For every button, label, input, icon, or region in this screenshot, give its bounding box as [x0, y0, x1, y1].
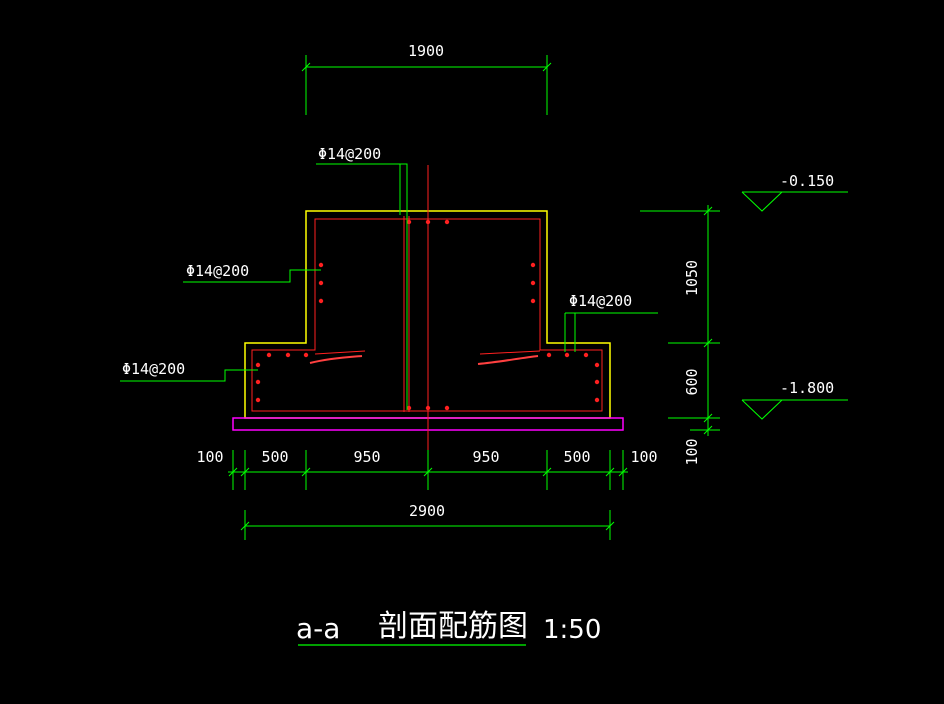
dim-seg-left-cushion: 100: [196, 448, 223, 466]
elevation-top: -0.150: [780, 172, 834, 190]
dim-seg-left-step: 500: [261, 448, 288, 466]
bend-bar-right: [477, 355, 539, 365]
leader-base-left: [120, 369, 258, 382]
dim-top-width: 1900: [408, 42, 444, 60]
section-title-name: 剖面配筋图: [378, 609, 528, 644]
elevation-bottom: -1.800: [780, 379, 834, 397]
elevation-symbol-top: [741, 191, 848, 212]
dim-height-cushion: 100: [683, 438, 701, 465]
rebar-label-column-vertical: Φ14@200: [318, 145, 381, 163]
bend-bar-left: [309, 355, 363, 364]
dim-seg-right-cushion: 100: [630, 448, 657, 466]
leader-step-right: [564, 312, 658, 352]
rebar-label-step-right: Φ14@200: [569, 292, 632, 310]
leader-column-side: [183, 269, 321, 283]
dim-seg-right-step: 500: [563, 448, 590, 466]
dim-total-width: 2900: [409, 502, 445, 520]
rebar-label-column-side: Φ14@200: [186, 262, 249, 280]
dim-seg-left-mid: 950: [353, 448, 380, 466]
rebar-label-base-left: Φ14@200: [122, 360, 185, 378]
leader-column-vertical: [316, 163, 408, 410]
bend-bar-right-top: [479, 350, 541, 355]
rebar-dots: [255, 219, 600, 411]
bend-bar-left-top: [314, 350, 366, 355]
elevation-symbol-bottom: [741, 399, 848, 420]
dim-height-upper: 1050: [683, 260, 701, 296]
section-title-id: a-a: [296, 612, 340, 645]
rebar-cage: [251, 218, 603, 412]
dim-seg-right-mid: 950: [472, 448, 499, 466]
dim-height-lower: 600: [683, 368, 701, 395]
section-title-scale: 1:50: [543, 615, 601, 645]
